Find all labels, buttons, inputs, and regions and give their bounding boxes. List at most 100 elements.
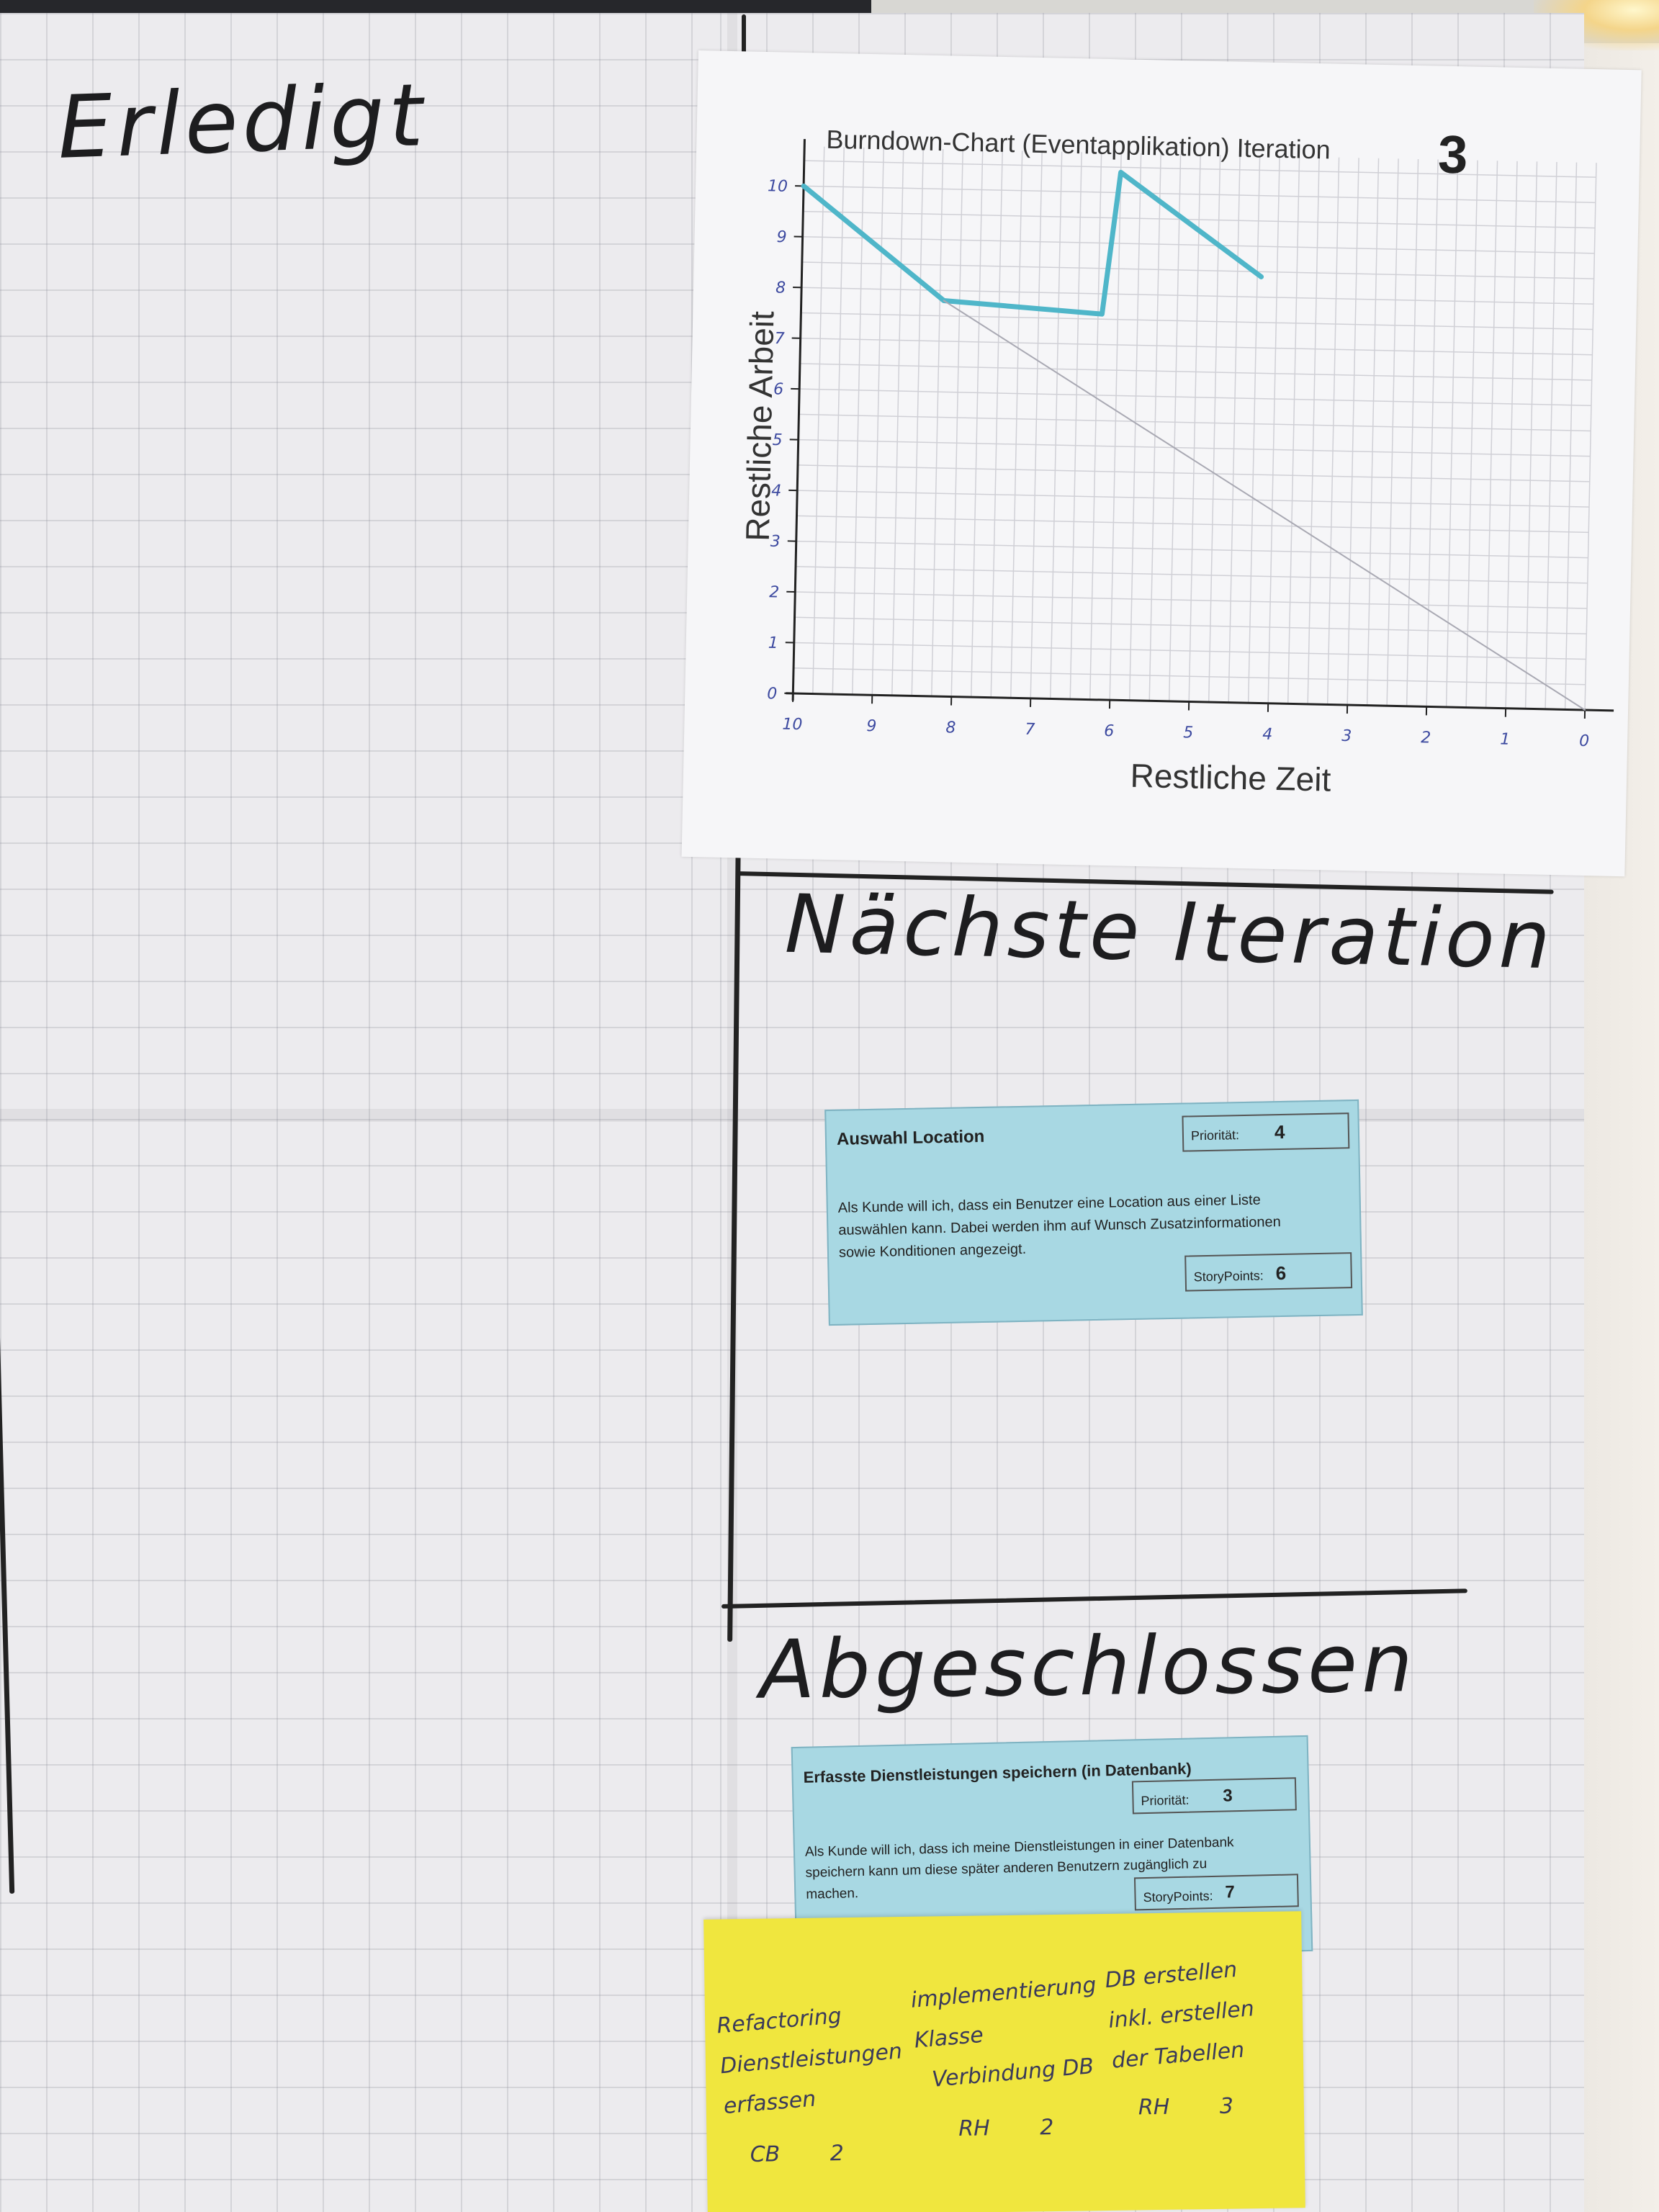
x-tick-label: 4 <box>1262 726 1273 744</box>
grid-line <box>911 148 924 696</box>
grid-line <box>1465 160 1478 708</box>
grid-line <box>801 261 1594 279</box>
grid-line <box>891 148 904 696</box>
grid-line <box>796 540 1588 559</box>
grid-line <box>1168 154 1182 701</box>
grid-line <box>971 150 984 698</box>
story-card-description: Als Kunde will ich, dass ein Benutzer ei… <box>838 1189 1282 1264</box>
flipchart-sheet-left <box>0 13 742 2212</box>
priority-value: 4 <box>1274 1120 1285 1143</box>
grid-line <box>1050 151 1063 699</box>
divider-line-top <box>742 14 746 65</box>
grid-line <box>1366 158 1380 706</box>
y-tick-label: 10 <box>768 177 788 196</box>
grid-line <box>1505 161 1518 709</box>
grid-line <box>990 150 1003 698</box>
grid-line <box>1089 152 1102 700</box>
grid-line <box>1267 156 1280 703</box>
x-tick-label: 3 <box>1341 727 1352 745</box>
grid-line <box>1188 154 1201 702</box>
grid-line <box>797 464 1590 482</box>
grid-line <box>794 616 1587 635</box>
x-tick-label: 10 <box>782 716 803 734</box>
y-tick-label: 6 <box>773 380 784 398</box>
y-tick-label: 5 <box>772 431 783 449</box>
grid-line <box>800 337 1593 356</box>
grid-line <box>1307 157 1320 704</box>
grid-line <box>1445 160 1459 707</box>
chart-series <box>801 169 1586 711</box>
grid-line <box>1524 161 1538 709</box>
storypoints-label: StoryPoints: <box>1143 1888 1213 1905</box>
grid-line <box>796 515 1589 534</box>
grid-line <box>1326 157 1340 705</box>
x-tick-label: 9 <box>866 717 877 735</box>
priority-box: Priorität: 4 <box>1182 1112 1350 1152</box>
task-column-3: DB erstellen inkl. erstellen der Tabelle… <box>1103 1948 1259 2081</box>
grid-line <box>1406 158 1419 706</box>
task-owner-3: RH 3 <box>1138 2087 1234 2128</box>
grid-line <box>799 363 1592 381</box>
grid-line <box>798 439 1591 457</box>
grid-line <box>1485 161 1498 709</box>
task-column-2: implementierung Klasse Verbindung DB <box>909 1965 1105 2101</box>
grid-line <box>799 388 1591 406</box>
story-card-location[interactable]: Auswahl Location Priorität: 4 Als Kunde … <box>824 1099 1363 1326</box>
task-owner: CB <box>750 2141 781 2167</box>
task-points: 2 <box>830 2141 845 2167</box>
grid-line <box>1228 155 1241 703</box>
priority-box: Priorität: 3 <box>1131 1777 1297 1815</box>
actual-burndown-line <box>801 169 1264 317</box>
grid-line <box>793 642 1586 660</box>
y-tick-label: 4 <box>771 482 782 500</box>
y-tick-label: 9 <box>776 228 787 246</box>
grid-line <box>1545 161 1557 709</box>
grid-line <box>1030 151 1043 698</box>
grid-line <box>796 566 1588 584</box>
y-tick-label: 0 <box>767 685 778 703</box>
y-tick-label: 7 <box>774 330 785 348</box>
grid-line <box>803 210 1596 229</box>
grid-line <box>1247 156 1261 703</box>
storypoints-label: StoryPoints: <box>1193 1268 1264 1285</box>
x-tick-label: 5 <box>1183 724 1194 742</box>
heading-done: Erledigt <box>55 66 429 179</box>
storypoints-value: 7 <box>1225 1882 1236 1902</box>
grid-line <box>931 149 944 696</box>
heading-completed: Abgeschlossen <box>759 1617 1418 1717</box>
chart-y-axis-label: Restliche Arbeit <box>739 310 781 541</box>
x-tick-label: 7 <box>1025 721 1035 739</box>
y-tick-label: 8 <box>775 279 786 297</box>
grid-line <box>1010 150 1023 698</box>
grid-line <box>871 148 884 696</box>
grid-line <box>1287 156 1300 704</box>
task-owner-2: RH 2 <box>958 2108 1054 2149</box>
chart-axes <box>786 139 1614 712</box>
story-card-title: Auswahl Location <box>836 1126 985 1149</box>
x-tick-label: 2 <box>1421 729 1431 747</box>
y-axis-line <box>791 139 806 701</box>
grid-line <box>804 185 1596 204</box>
heading-next-iteration: Nächste Iteration <box>783 877 1556 988</box>
y-tick-label: 1 <box>768 634 779 652</box>
task-owner-1: CB 2 <box>750 2134 844 2175</box>
task-column-1: Refactoring Dienstleistungen erfassen <box>715 1991 907 2127</box>
grid-line <box>1069 152 1082 700</box>
chart-iteration-number: 3 <box>1437 125 1468 185</box>
grid-line <box>804 160 1596 178</box>
x-axis-line <box>786 692 1614 712</box>
grid-line <box>797 490 1590 508</box>
task-sticky-note[interactable]: Refactoring Dienstleistungen erfassen CB… <box>703 1911 1305 2212</box>
task-owner: RH <box>958 2116 990 2141</box>
grid-line <box>1426 159 1439 707</box>
ideal-burndown-line <box>943 300 1586 711</box>
y-tick-label: 2 <box>769 583 780 601</box>
grid-line <box>801 312 1593 331</box>
priority-label: Priorität: <box>1141 1792 1190 1809</box>
grid-line <box>795 591 1588 609</box>
task-points: 3 <box>1219 2093 1234 2119</box>
wall-top-edge <box>0 0 871 13</box>
